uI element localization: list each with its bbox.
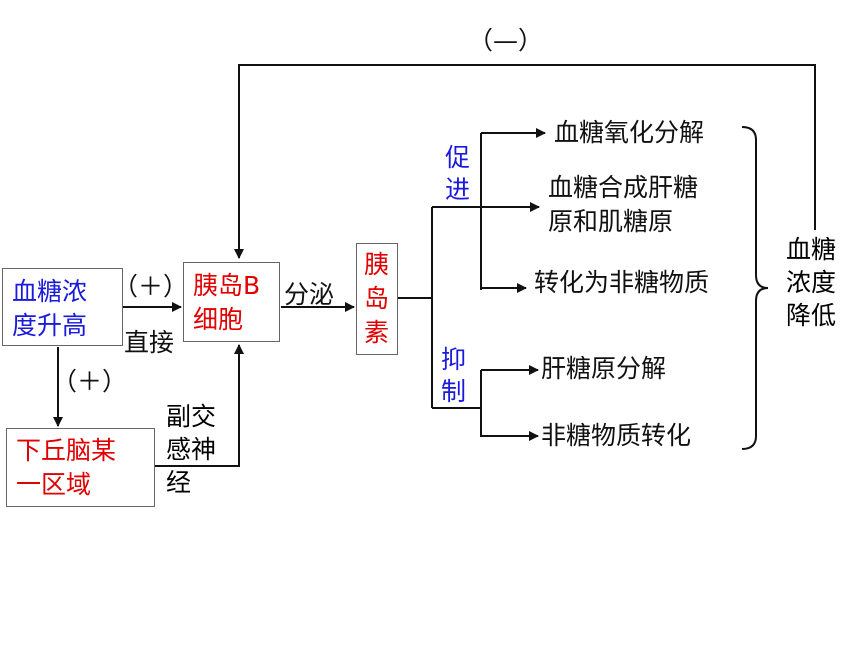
insulin-line2: 岛	[364, 284, 390, 313]
promote-label: 促 进	[445, 142, 475, 206]
positive-down-label: （＋）	[52, 367, 128, 396]
insulin-line3: 素	[364, 318, 390, 347]
nerve-line3: 经	[166, 468, 192, 497]
beta-cell-line2: 细胞	[193, 305, 244, 334]
negative-feedback-label: （—）	[468, 26, 544, 55]
beta-cell-line1: 胰岛B	[193, 271, 261, 300]
inhibit-line1: 抑	[441, 345, 467, 374]
glucose-drop-line3: 降低	[786, 301, 837, 330]
insulin-box: 胰 岛 素	[356, 243, 398, 355]
promote-line2: 进	[445, 175, 471, 204]
glucose-rise-box: 血糖浓 度升高	[2, 268, 123, 346]
glucose-rise-line1: 血糖浓	[12, 277, 88, 306]
feedback-line	[234, 64, 816, 259]
glucose-drop-label: 血糖 浓度 降低	[786, 233, 846, 332]
effect-liver-glycogen-breakdown: 肝糖原分解	[541, 354, 667, 383]
nerve-label: 副交 感神 经	[166, 400, 226, 499]
insulin-line1: 胰	[364, 250, 390, 279]
nerve-arrow	[155, 344, 244, 467]
glucose-drop-line1: 血糖	[786, 235, 837, 264]
positive-direct-label: （＋）	[113, 272, 189, 301]
effect-oxidation: 血糖氧化分解	[554, 118, 705, 147]
hypothalamus-line2: 一区域	[16, 470, 92, 499]
right-brace	[741, 126, 769, 450]
inhibit-line2: 制	[441, 377, 467, 406]
promote-line1: 促	[445, 143, 471, 172]
hypothalamus-line1: 下丘脑某	[16, 436, 117, 465]
effect-nonsugar-conversion: 非糖物质转化	[541, 421, 692, 450]
effect-glycogen-synthesis-line2: 原和肌糖原	[548, 207, 674, 236]
hypothalamus-box: 下丘脑某 一区域	[6, 428, 155, 507]
nerve-line1: 副交	[166, 402, 217, 431]
direct-label: 直接	[124, 328, 175, 357]
nerve-line2: 感神	[166, 435, 217, 464]
effect-convert-nonsugar: 转化为非糖物质	[534, 268, 710, 297]
effect-glycogen-synthesis-line1: 血糖合成肝糖	[548, 173, 699, 202]
glucose-rise-line2: 度升高	[12, 311, 88, 340]
secrete-label: 分泌	[284, 280, 335, 309]
inhibit-label: 抑 制	[441, 344, 471, 408]
beta-cell-box: 胰岛B 细胞	[183, 262, 280, 342]
glucose-drop-line2: 浓度	[786, 268, 837, 297]
